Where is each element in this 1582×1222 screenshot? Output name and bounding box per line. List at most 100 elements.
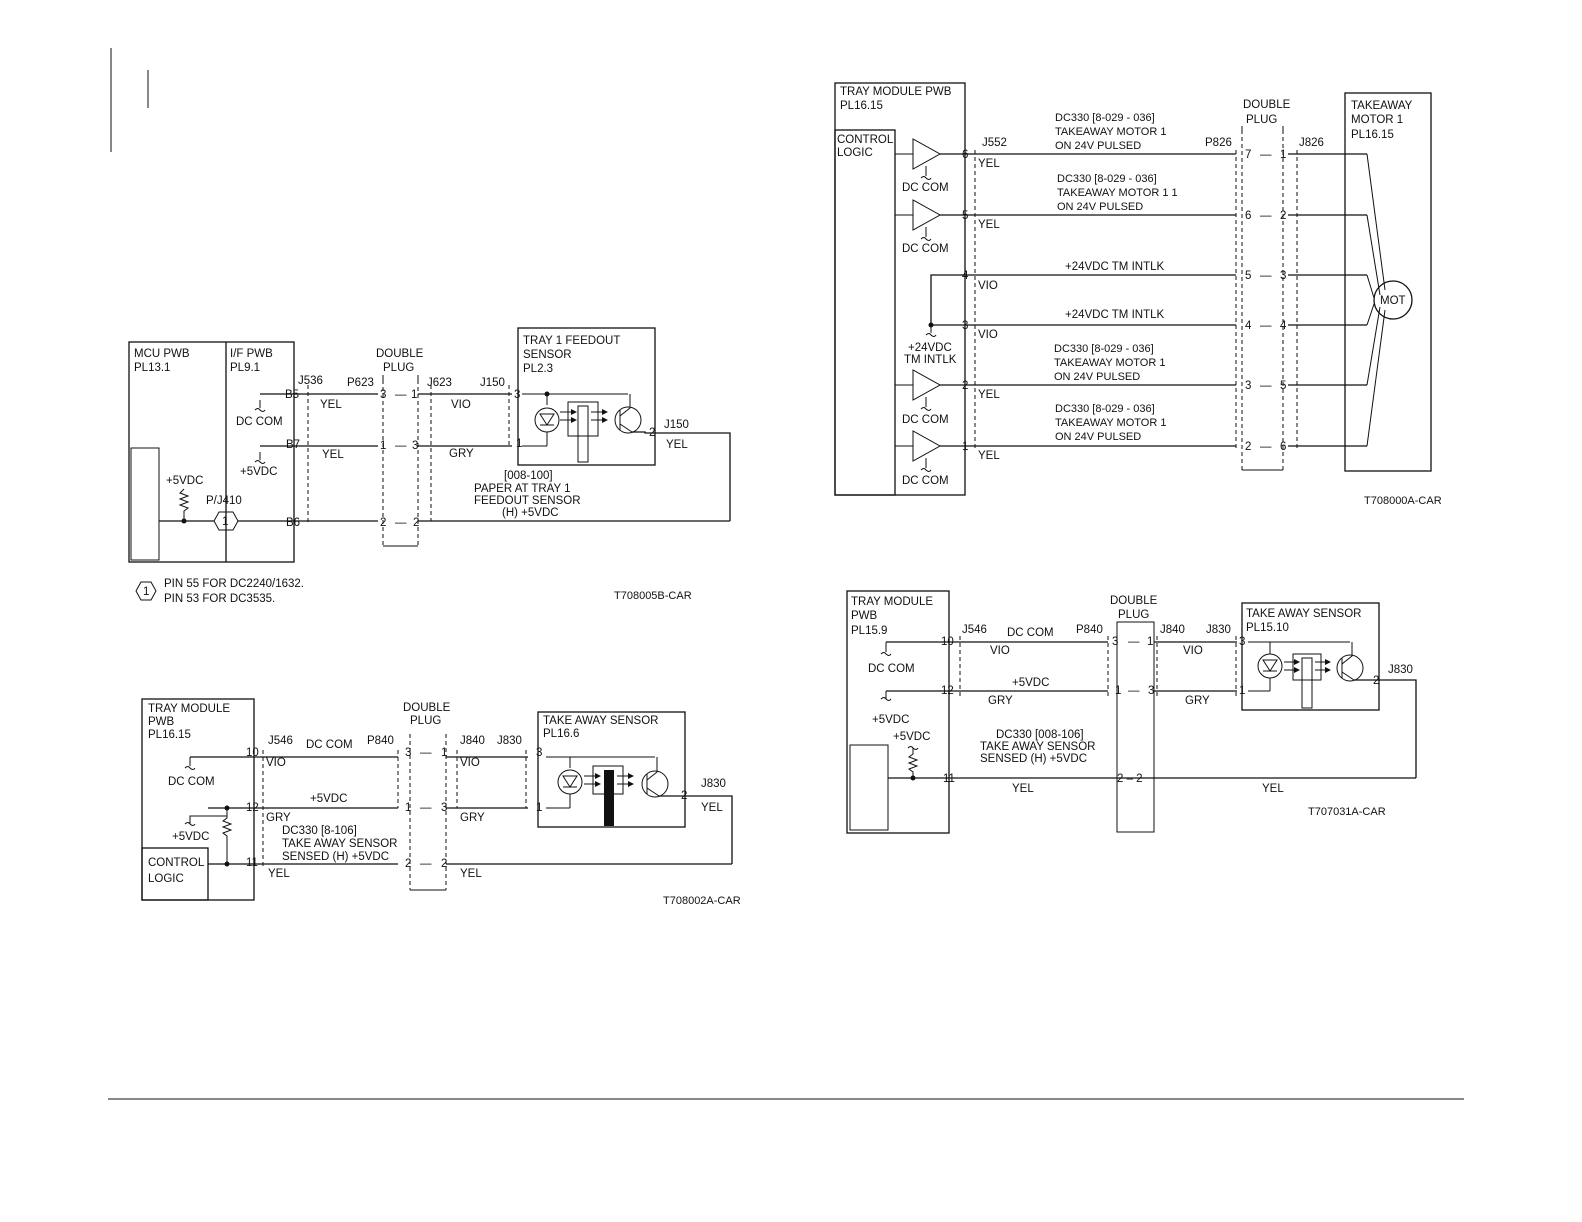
pin-number: 5 xyxy=(1245,270,1251,282)
j840-label: J840 xyxy=(1160,624,1185,636)
resistor-icon xyxy=(178,488,190,521)
j840-label: J840 xyxy=(460,735,485,747)
sensor-name: TAKE AWAY SENSOR xyxy=(1246,608,1361,620)
signal-desc: ON 24V PULSED xyxy=(1054,371,1140,383)
dc-com-wire: DC COM xyxy=(306,739,353,751)
wire-color-yel: YEL xyxy=(978,219,1000,231)
fault-desc: SENSED (H) +5VDC xyxy=(282,851,389,863)
double-plug-label: DOUBLE xyxy=(403,702,451,714)
pin-number: 3 xyxy=(412,440,418,452)
sensor-box xyxy=(537,711,686,828)
driver-icon xyxy=(895,369,975,411)
pin-number: 1 xyxy=(962,441,968,453)
tray-module-pwb-box xyxy=(846,590,950,834)
pin-number: 1 xyxy=(1115,685,1121,697)
diagram-take-away-sensor-pl15: TRAY MODULE PWB PL15.9 DC COM +5VDC +5VD… xyxy=(846,590,1417,834)
svg-text:—: — xyxy=(1260,270,1272,282)
note-number: 1 xyxy=(143,586,149,598)
control-logic-label: LOGIC xyxy=(837,147,873,159)
signal-desc: DC330 [8-029 - 036] xyxy=(1055,112,1155,124)
pin-number: 11 xyxy=(246,857,258,869)
signal-desc: DC330 [8-029 - 036] xyxy=(1057,173,1157,185)
actuator-flag xyxy=(1301,657,1313,709)
motor-label: MOTOR 1 xyxy=(1351,114,1403,126)
pin-number: 1 xyxy=(405,802,411,814)
pin-number: 3 xyxy=(962,320,968,332)
pin-number: 3 xyxy=(1245,380,1251,392)
plus-5vdc-wire: +5VDC xyxy=(310,793,347,805)
diagram-takeaway-motor-1: TRAY MODULE PWB PL16.15 CONTROL LOGIC DC… xyxy=(834,82,1442,507)
pin-number: 5 xyxy=(1280,380,1286,392)
svg-text:—: — xyxy=(395,389,407,401)
j150-label: J150 xyxy=(480,377,505,389)
p840-label: P840 xyxy=(1076,624,1103,636)
dc-com-label: DC COM xyxy=(168,776,215,788)
sensor-name: SENSOR xyxy=(523,349,572,361)
pin-number: 6 xyxy=(1245,210,1251,222)
dc-com-wire: DC COM xyxy=(1007,627,1054,639)
wire-color-yel: YEL xyxy=(322,449,344,461)
plus-5vdc-label: +5VDC xyxy=(872,714,909,726)
led-icon xyxy=(534,407,560,433)
motor-label: TAKEAWAY xyxy=(1351,100,1413,112)
pwb-label: TRAY MODULE xyxy=(851,596,933,608)
pin-number: 10 xyxy=(246,747,259,759)
pwb-label: PWB xyxy=(148,716,175,728)
pin-b6: B6 xyxy=(286,517,300,529)
wire-color-gry: GRY xyxy=(449,448,474,460)
led-icon xyxy=(557,769,583,795)
interlock-label: +24VDC xyxy=(908,342,952,354)
dc-com-label: DC COM xyxy=(236,416,283,428)
pin-number: 1 xyxy=(1280,149,1286,161)
pwb-pl: PL15.9 xyxy=(851,625,887,637)
pin-number: 1 xyxy=(536,802,542,814)
figure-code: T708000A-CAR xyxy=(1364,495,1442,507)
control-logic-label: CONTROL xyxy=(148,857,205,869)
svg-text:—: — xyxy=(420,802,432,814)
actuator-flag xyxy=(577,405,589,463)
wire-color-vio: VIO xyxy=(978,280,998,292)
figure-code: T708002A-CAR xyxy=(663,895,741,907)
svg-text:—: — xyxy=(1260,210,1272,222)
pj410-label: P/J410 xyxy=(206,495,242,507)
wire-color-vio: VIO xyxy=(978,329,998,341)
pin-number: 11 xyxy=(943,773,955,785)
wire-color-vio: VIO xyxy=(451,399,471,411)
sensor-name: TRAY 1 FEEDOUT xyxy=(523,335,620,347)
pin-number: 3 xyxy=(1148,685,1154,697)
pin-number: 1 xyxy=(441,747,447,759)
signal-desc: TAKEAWAY MOTOR 1 xyxy=(1055,417,1166,429)
pin-number: 2 xyxy=(380,517,386,529)
signal-desc: TAKEAWAY MOTOR 1 xyxy=(1055,126,1166,138)
p623-label: P623 xyxy=(347,377,374,389)
wire-color-yel: YEL xyxy=(460,868,482,880)
signal-desc: DC330 [8-029 - 036] xyxy=(1054,343,1154,355)
mcu-pwb-box xyxy=(128,341,295,563)
fault-desc: SENSED (H) +5VDC xyxy=(980,753,1087,765)
svg-text:—: — xyxy=(1260,149,1272,161)
double-plug-label: DOUBLE xyxy=(1243,99,1291,111)
fault-desc: PAPER AT TRAY 1 xyxy=(474,483,571,495)
actuator-flag xyxy=(604,770,614,826)
signal-desc: TAKEAWAY MOTOR 1 1 xyxy=(1057,187,1178,199)
wire-color-yel: YEL xyxy=(978,450,1000,462)
pin-number: 2 xyxy=(1280,210,1286,222)
signal-desc: TAKEAWAY MOTOR 1 xyxy=(1054,357,1165,369)
sensor-pl: PL2.3 xyxy=(523,363,553,375)
wire-color-vio: VIO xyxy=(1183,645,1203,657)
p840-label: P840 xyxy=(367,735,394,747)
if-pwb-pl: PL9.1 xyxy=(230,362,260,374)
j830-label: J830 xyxy=(701,778,726,790)
diagram-tray1-feedout-sensor: MCU PWB PL13.1 I/F PWB PL9.1 B5 B7 B6 DC… xyxy=(128,327,731,605)
wire-color-yel: YEL xyxy=(1262,783,1284,795)
j830-label: J830 xyxy=(1388,664,1413,676)
dc-com-label: DC COM xyxy=(902,475,949,487)
pwb-label: TRAY MODULE xyxy=(148,703,230,715)
fault-desc: FEEDOUT SENSOR xyxy=(474,495,581,507)
double-plug-label: PLUG xyxy=(1246,114,1277,126)
pin-number: 3 xyxy=(1239,636,1245,648)
plus-5vdc-label: +5VDC xyxy=(166,475,203,487)
pin-number: 2 xyxy=(413,517,419,529)
ground-icon xyxy=(254,452,266,464)
pin-number: 4 xyxy=(1245,320,1252,332)
